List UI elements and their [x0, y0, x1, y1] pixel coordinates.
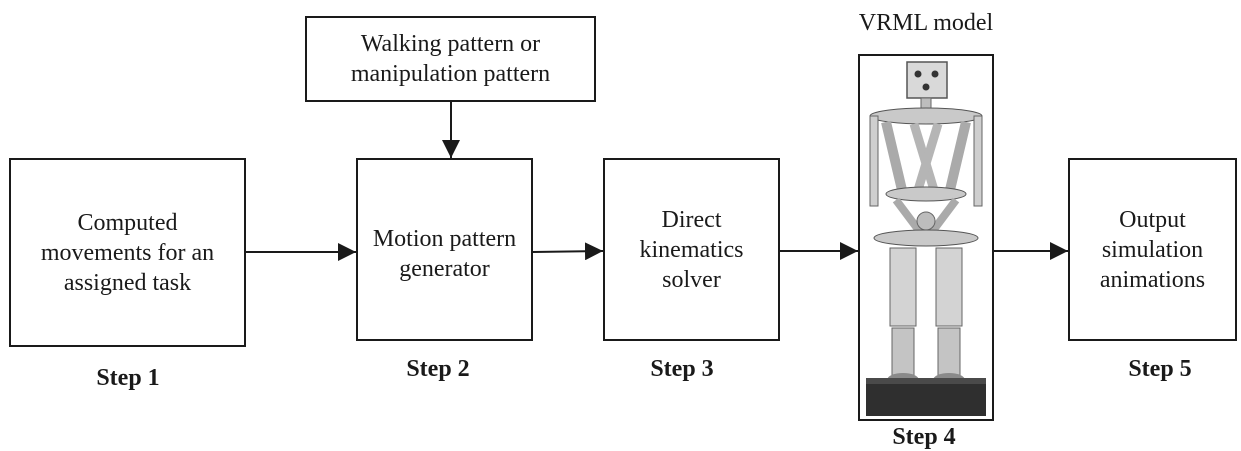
pattern-input-text: Walking pattern or manipulation pattern — [350, 31, 551, 87]
robot-model-illustration — [866, 61, 986, 416]
step-1-label: Step 1 — [96, 365, 160, 391]
computed-movements-box: Computed movements for an assigned task — [9, 158, 246, 347]
vrml-model-caption: VRML model — [858, 10, 994, 36]
motion-pattern-generator-box: Motion pattern generator — [356, 158, 533, 341]
pattern-input-box: Walking pattern or manipulation pattern — [305, 16, 596, 102]
motion-pattern-generator-text: Motion pattern generator — [372, 226, 517, 282]
vrml-model-box — [858, 54, 994, 421]
step-5-label: Step 5 — [1128, 356, 1192, 382]
computed-movements-text: Computed movements for an assigned task — [40, 209, 215, 296]
step-3-label: Step 3 — [650, 356, 714, 382]
output-animations-text: Output simulation animations — [1099, 206, 1206, 293]
step-2-label: Step 2 — [406, 356, 470, 382]
kinematics-solver-box: Direct kinematics solver — [603, 158, 780, 341]
output-animations-box: Output simulation animations — [1068, 158, 1237, 341]
kinematics-solver-text: Direct kinematics solver — [639, 206, 744, 293]
arrow-step2-to-step3 — [532, 242, 604, 261]
step-4-label: Step 4 — [892, 424, 956, 450]
